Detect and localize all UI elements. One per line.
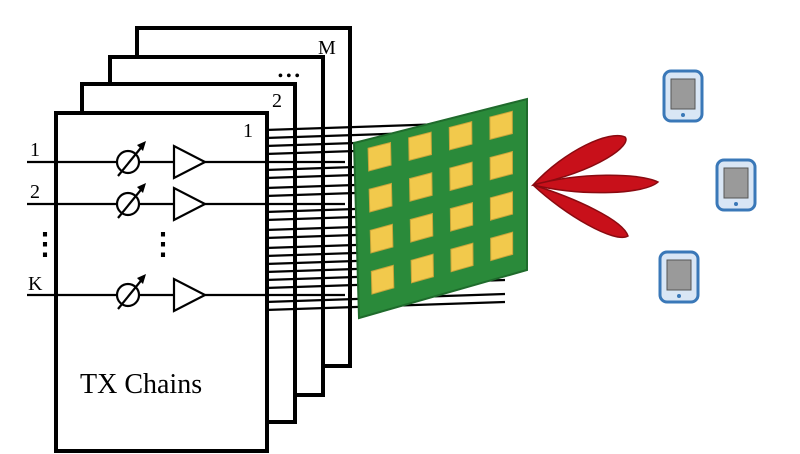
antenna-patch [369, 223, 394, 254]
row-label: K [28, 273, 43, 295]
panel-label-1: 1 [243, 120, 253, 142]
antenna-patch [410, 253, 434, 284]
array-board [352, 97, 528, 320]
antenna-patch [489, 150, 513, 181]
user-device-icon [715, 158, 757, 212]
phase-shifter-icon [115, 183, 146, 219]
tx-chains-caption: TX Chains [80, 369, 202, 400]
row-ellipsis-center: ⋮ [148, 228, 178, 261]
antenna-patch [490, 231, 514, 262]
panel-label-m: M [318, 37, 336, 59]
amplifier-icon [172, 277, 208, 313]
phase-shifter-icon [115, 141, 146, 177]
antenna-patch [489, 110, 513, 141]
antenna-patches [367, 110, 514, 295]
row-ellipsis-left: ⋮ [30, 228, 60, 261]
user-device-icon [662, 69, 704, 123]
signal-row: K [27, 273, 345, 313]
signal-row: 2 [27, 181, 345, 222]
signal-row: 1 [27, 139, 345, 180]
row-label: 1 [30, 139, 40, 161]
antenna-patch [449, 161, 473, 192]
user-device-icon [658, 250, 700, 304]
antenna-patch [368, 182, 393, 213]
antenna-patch [370, 264, 395, 295]
antenna-patch [448, 121, 473, 151]
phase-shifter-icon [115, 274, 146, 310]
panel-label-dots: • • • [278, 69, 300, 84]
antenna-patch [449, 202, 474, 232]
panel-label-2: 2 [272, 90, 282, 112]
beam-lobe-lower [532, 184, 629, 239]
antenna-patch [409, 212, 434, 243]
antenna-patch [408, 172, 433, 202]
antenna-patch [489, 191, 514, 221]
antenna-patch [450, 242, 474, 273]
amplifier-icon [172, 186, 208, 222]
amplifier-icon [172, 144, 208, 180]
tx-chain-panel-1 [54, 111, 269, 453]
antenna-array [352, 97, 528, 320]
beam-lobe-upper [530, 135, 627, 187]
beam-pattern [530, 135, 660, 239]
beam-lobe-center [532, 174, 660, 194]
antenna-patch [367, 141, 392, 172]
antenna-patch [408, 131, 432, 162]
row-label: 2 [30, 181, 40, 203]
